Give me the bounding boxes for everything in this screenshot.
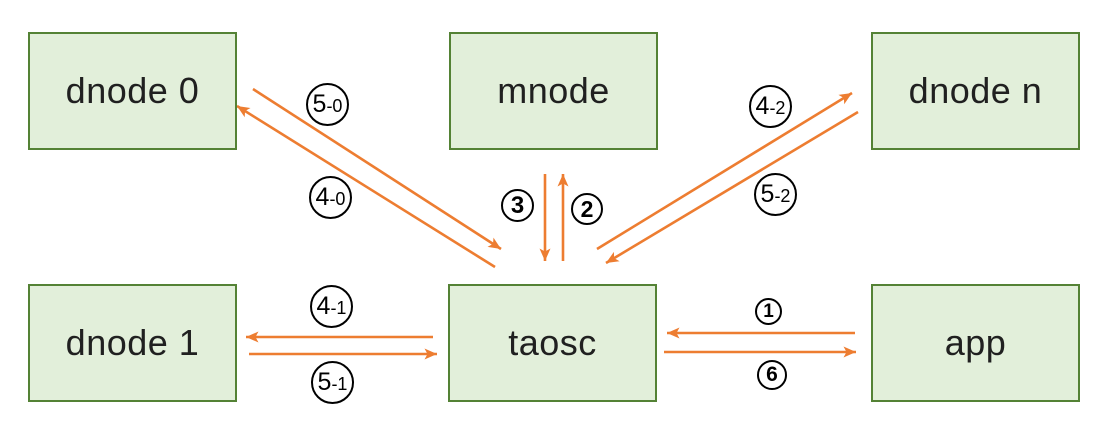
- edge-label-1: 1: [755, 298, 782, 325]
- edge-label-4-1: 4-1: [310, 285, 353, 328]
- arrow-dnode0-to-taosc: [252, 87, 502, 251]
- arrow-dnoden-to-taosc: [605, 110, 859, 265]
- node-app: app: [871, 284, 1080, 402]
- node-mnode: mnode: [449, 32, 658, 150]
- edge-label-5-2: 5-2: [754, 173, 797, 216]
- node-dnode0-label: dnode 0: [65, 70, 200, 111]
- node-app-label: app: [944, 322, 1007, 363]
- edge-label-4-0: 4-0: [309, 176, 352, 219]
- node-dnode0: dnode 0: [28, 32, 237, 150]
- node-dnoden-label: dnode n: [908, 70, 1043, 111]
- edge-label-6: 6: [757, 360, 787, 390]
- node-dnoden: dnode n: [871, 32, 1080, 150]
- node-taosc: taosc: [448, 284, 657, 402]
- node-taosc-label: taosc: [508, 322, 597, 363]
- edge-label-5-0: 5-0: [306, 83, 349, 126]
- edge-label-4-2: 4-2: [749, 85, 792, 128]
- arrow-taosc-to-dnode0: [236, 104, 496, 269]
- edge-label-2: 2: [571, 193, 603, 225]
- node-dnode1: dnode 1: [28, 284, 237, 402]
- node-mnode-label: mnode: [497, 70, 610, 111]
- edge-label-3: 3: [501, 189, 534, 222]
- node-dnode1-label: dnode 1: [65, 322, 200, 363]
- arrow-taosc-to-dnoden: [596, 91, 853, 251]
- edge-label-5-1: 5-1: [311, 361, 354, 404]
